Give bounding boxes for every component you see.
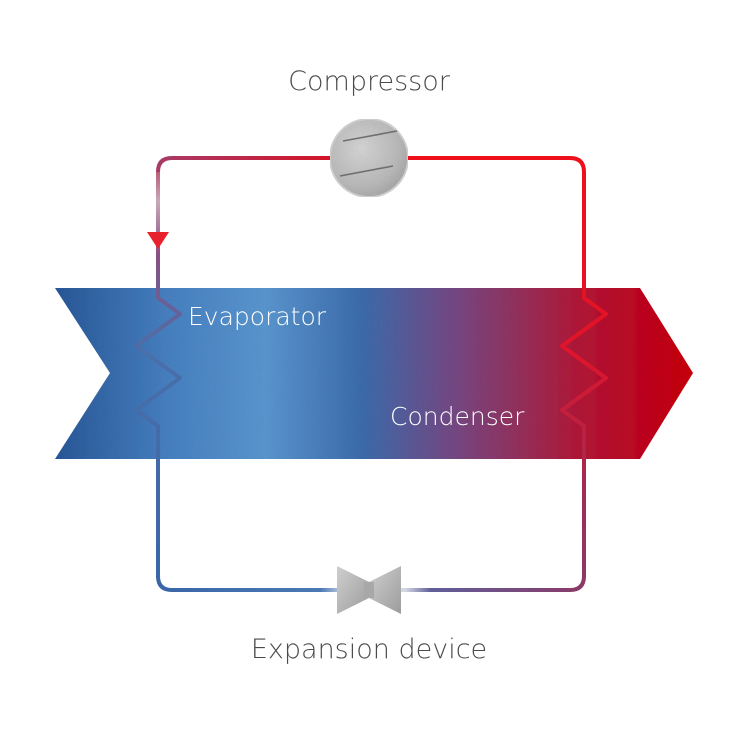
flow-direction-arrow-icon [147,232,169,249]
suction-line [156,156,332,173]
heat-flow-band [55,288,693,459]
condenser-line [560,172,608,592]
condenser-label: Condenser [390,402,525,431]
compressor-label: Compressor [288,66,451,97]
evaporator-line [134,172,182,578]
discharge-line [408,156,586,173]
evaporator-label: Evaporator [188,302,327,331]
expansion-valve-icon [337,566,401,614]
compressor-icon [329,118,409,198]
liquid-line [156,575,570,592]
expansion-device-label: Expansion device [251,634,487,665]
